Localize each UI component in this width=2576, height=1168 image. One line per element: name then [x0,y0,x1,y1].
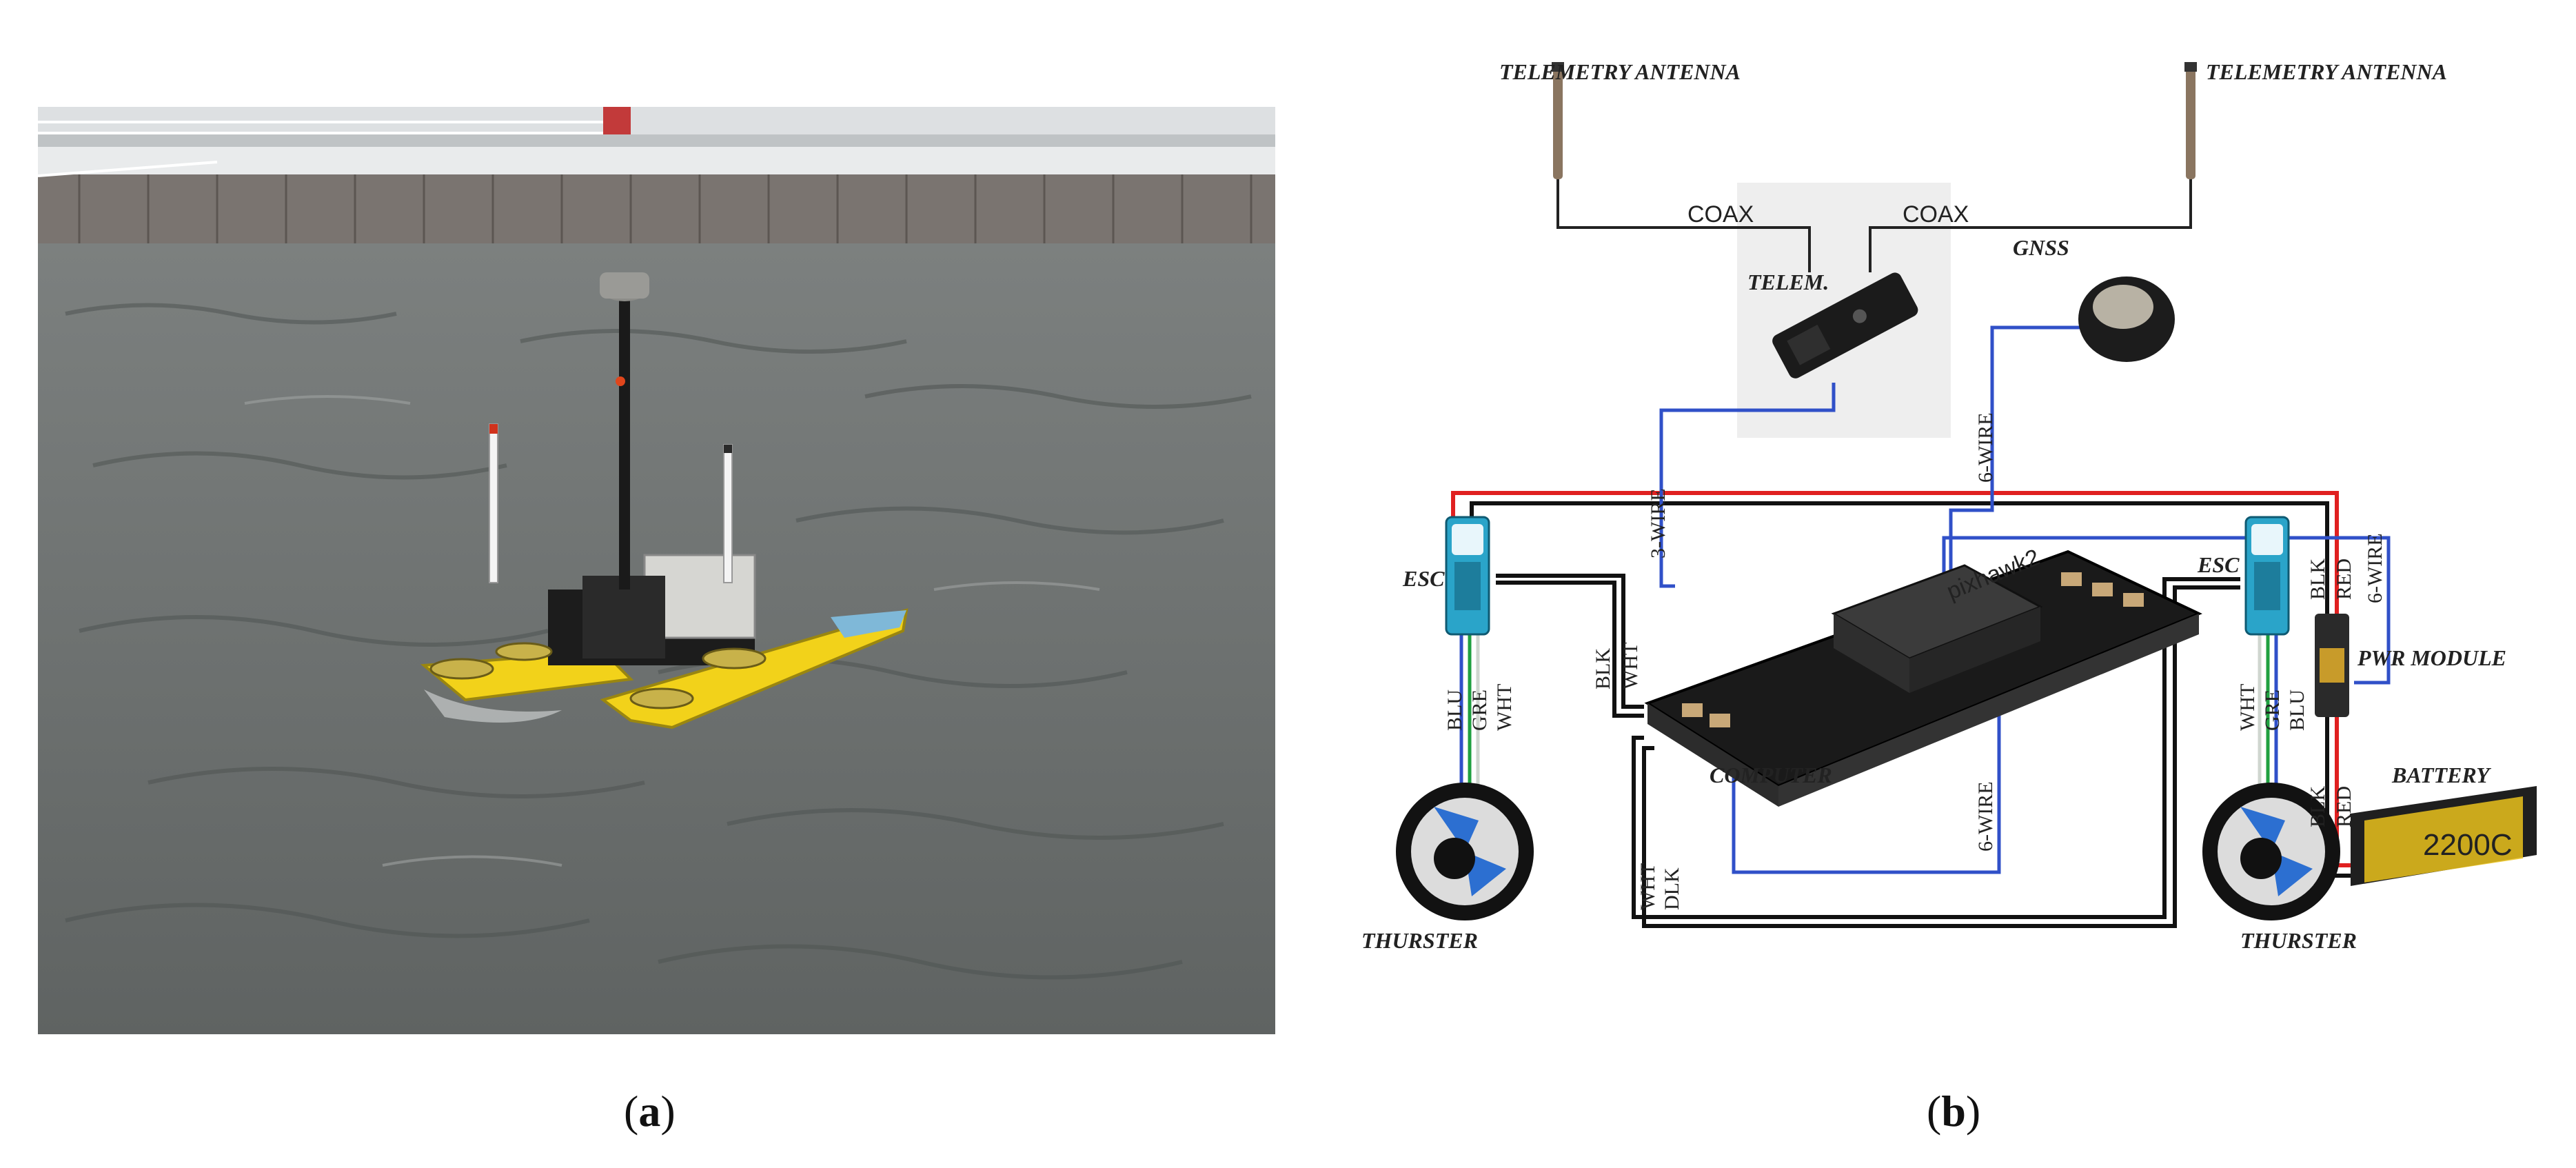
six-wire-top-label: 6-WIRE [1974,412,1997,483]
battery-capacity-label: 2200C [2423,828,2513,862]
three-wire-label: 3-WIRE [1647,488,1670,558]
computer-label: COMPUTER [1710,763,1832,787]
esc-right [2244,516,2290,636]
caption-a: (a) [624,1087,676,1136]
blu-right-label: BLU [2286,689,2309,731]
pwr-module-label: PWR MODULE [2357,645,2506,670]
wiring-diagram: pixhawk2 2200C TELEMETRY ANTENNA TELEMET… [1361,59,2537,953]
pier [38,107,1275,243]
telemetry-antenna-right-label: TELEMETRY ANTENNA [2206,59,2447,84]
flight-computer: pixhawk2 [1644,544,2202,807]
thruster-left [1396,783,1534,920]
usv-boat [420,272,909,729]
telemetry-antenna-left [1552,62,1564,179]
telem-label: TELEM. [1747,270,1829,294]
power-module [2315,614,2349,717]
wht-esc-right-label: WHT [2236,684,2259,731]
thruster-right [2202,783,2340,920]
telemetry-antenna-left-label: TELEMETRY ANTENNA [1499,59,1741,84]
thruster-right-label: THURSTER [2240,928,2357,953]
telemetry-antenna-right [2184,62,2197,179]
wht-bottom-label: WHT [1636,863,1659,910]
caption-b: (b) [1927,1087,1981,1136]
usv-photo [38,107,1275,1034]
gre-right-label: GRE [2261,689,2284,731]
gnss-receiver [2078,276,2175,362]
esc-motor-leads-right [2258,634,2278,803]
battery: 2200C [2351,786,2537,886]
coax-left-label: COAX [1687,201,1754,228]
caption-b-letter: b [1941,1087,1966,1136]
gnss-label: GNSS [2013,235,2069,260]
wht-left-label: WHT [1619,643,1642,689]
esc-left-label: ESC [1402,566,1445,591]
esc-motor-leads-left [1459,634,1480,803]
esc-right-label: ESC [2197,552,2240,577]
esc-left [1445,516,1490,636]
blk-battery-label: BLK [2306,786,2329,827]
battery-label: BATTERY [2391,763,2491,787]
gre-left-label: GRE [1468,689,1491,731]
thruster-left-label: THURSTER [1361,928,1478,953]
six-wire-right-label: 6-WIRE [2364,533,2386,603]
telemetry-radio [1772,272,1918,379]
blk-pwr-label: BLK [2306,558,2329,600]
coax-cables [1556,176,2192,272]
six-wire-bottom-label: 6-WIRE [1974,781,1997,852]
coax-right-label: COAX [1903,201,1969,228]
blk-left-label: BLK [1592,648,1614,689]
red-pwr-label: RED [2333,558,2355,600]
water-ripples [65,303,1252,980]
dlk-bottom-label: DLK [1661,867,1683,910]
caption-a-letter: a [638,1087,661,1136]
blue-signal-wire [1659,325,2391,874]
wht-esc-left-label: WHT [1493,684,1516,731]
red-battery-label: RED [2333,786,2355,827]
black-ground-wire [1470,501,2392,928]
blu-left-label: BLU [1443,689,1466,731]
